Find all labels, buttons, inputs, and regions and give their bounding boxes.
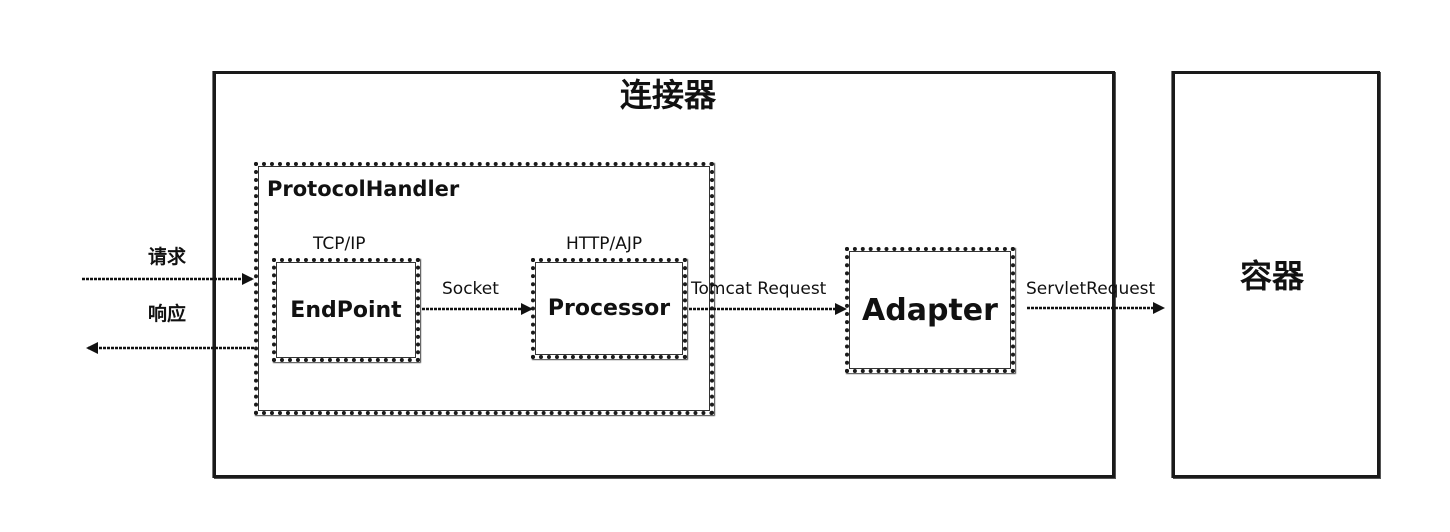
endpoint-protocol-label: TCP/IP <box>313 234 366 254</box>
adapter-box: Adapter <box>845 247 1015 373</box>
request-label: 请求 <box>148 246 187 268</box>
container-title: 容器 <box>1240 257 1305 295</box>
socket-label: Socket <box>442 279 499 299</box>
servlet-request-label: ServletRequest <box>1026 279 1156 299</box>
endpoint-label: EndPoint <box>290 297 402 323</box>
processor-protocol-label: HTTP/AJP <box>566 234 643 254</box>
protocol-handler-title: ProtocolHandler <box>267 177 460 201</box>
endpoint-box: EndPoint <box>272 258 420 362</box>
connector-title: 连接器 <box>620 76 717 114</box>
response-label: 响应 <box>148 303 187 325</box>
container-box <box>1172 71 1380 478</box>
tomcat-request-label: Tomcat Request <box>691 279 827 299</box>
processor-box: Processor <box>531 258 687 359</box>
processor-label: Processor <box>547 296 671 321</box>
adapter-label: Adapter <box>862 292 998 328</box>
